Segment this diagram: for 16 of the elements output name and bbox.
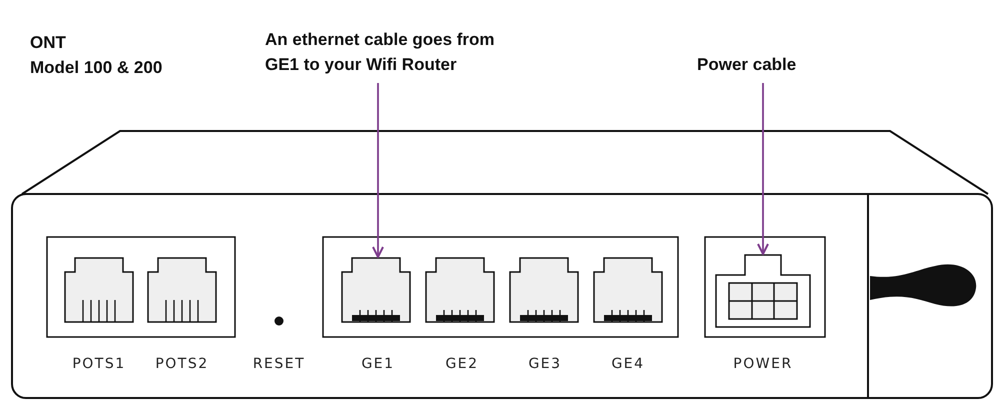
model-text: Model 100 & 200: [30, 57, 162, 79]
port-label: GE2: [445, 356, 479, 372]
port-label: GE1: [361, 356, 395, 372]
leader-arrow: [757, 83, 769, 255]
port-label: GE4: [611, 356, 645, 372]
leader-arrow: [372, 83, 384, 258]
callout-text: Power cable: [697, 52, 837, 77]
port-label: POTS1: [72, 356, 126, 372]
device-name: ONT: [30, 32, 66, 54]
port-label: POTS2: [155, 356, 209, 372]
power-connector-icon: [715, 254, 811, 328]
port-label: GE3: [528, 356, 562, 372]
ethernet-port-icon: [341, 257, 411, 323]
port-label: RESET: [252, 356, 306, 372]
callout-text: An ethernet cable goes from GE1 to your Wifi Router: [265, 27, 527, 77]
port-label: POWER: [733, 356, 793, 372]
